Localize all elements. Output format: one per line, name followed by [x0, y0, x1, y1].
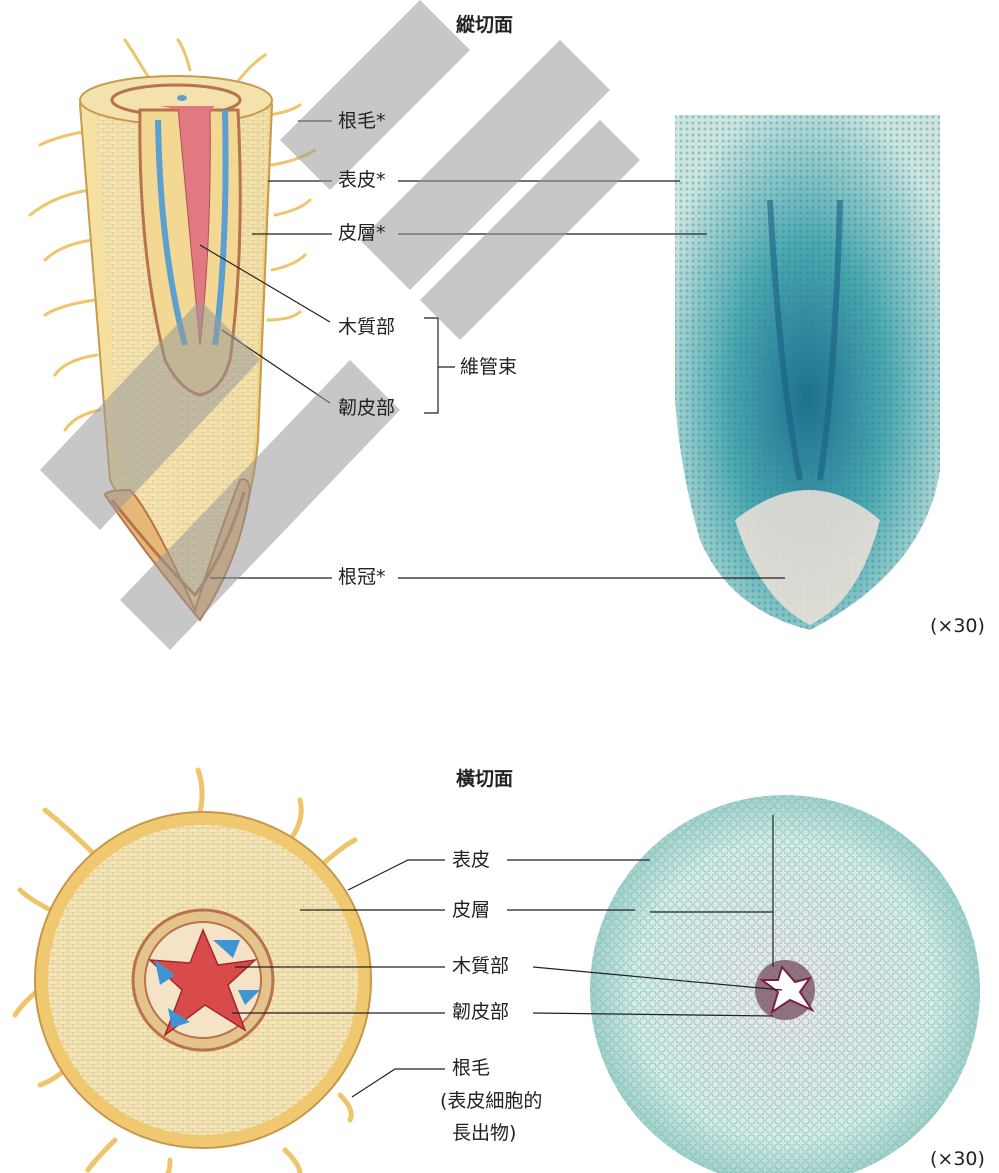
- label-epidermis: 表皮*: [338, 169, 386, 192]
- label-cross-epidermis: 表皮: [452, 849, 490, 872]
- label-cross-root-hair-desc-1: (表皮細胞的: [440, 1090, 542, 1113]
- label-cross-root-hair-desc-2: 長出物): [452, 1122, 516, 1145]
- label-cross-xylem: 木質部: [452, 955, 509, 978]
- longitudinal-micrograph: [675, 115, 940, 630]
- label-root-hair: 根毛*: [338, 110, 386, 133]
- label-cross-cortex: 皮層: [452, 899, 490, 922]
- label-cross-root-hair: 根毛: [452, 1057, 490, 1080]
- label-xylem: 木質部: [338, 316, 395, 339]
- label-vascular-bundle: 維管束: [460, 356, 517, 379]
- label-root-cap: 根冠*: [338, 566, 386, 589]
- label-cortex: 皮層*: [338, 222, 386, 245]
- transverse-micrograph: [590, 795, 980, 1173]
- transverse-root-drawing: [15, 770, 371, 1173]
- longitudinal-magnification: (×30): [930, 615, 985, 637]
- label-cross-phloem: 韌皮部: [452, 1001, 509, 1024]
- label-phloem: 韌皮部: [338, 397, 395, 420]
- transverse-magnification: (×30): [930, 1148, 985, 1170]
